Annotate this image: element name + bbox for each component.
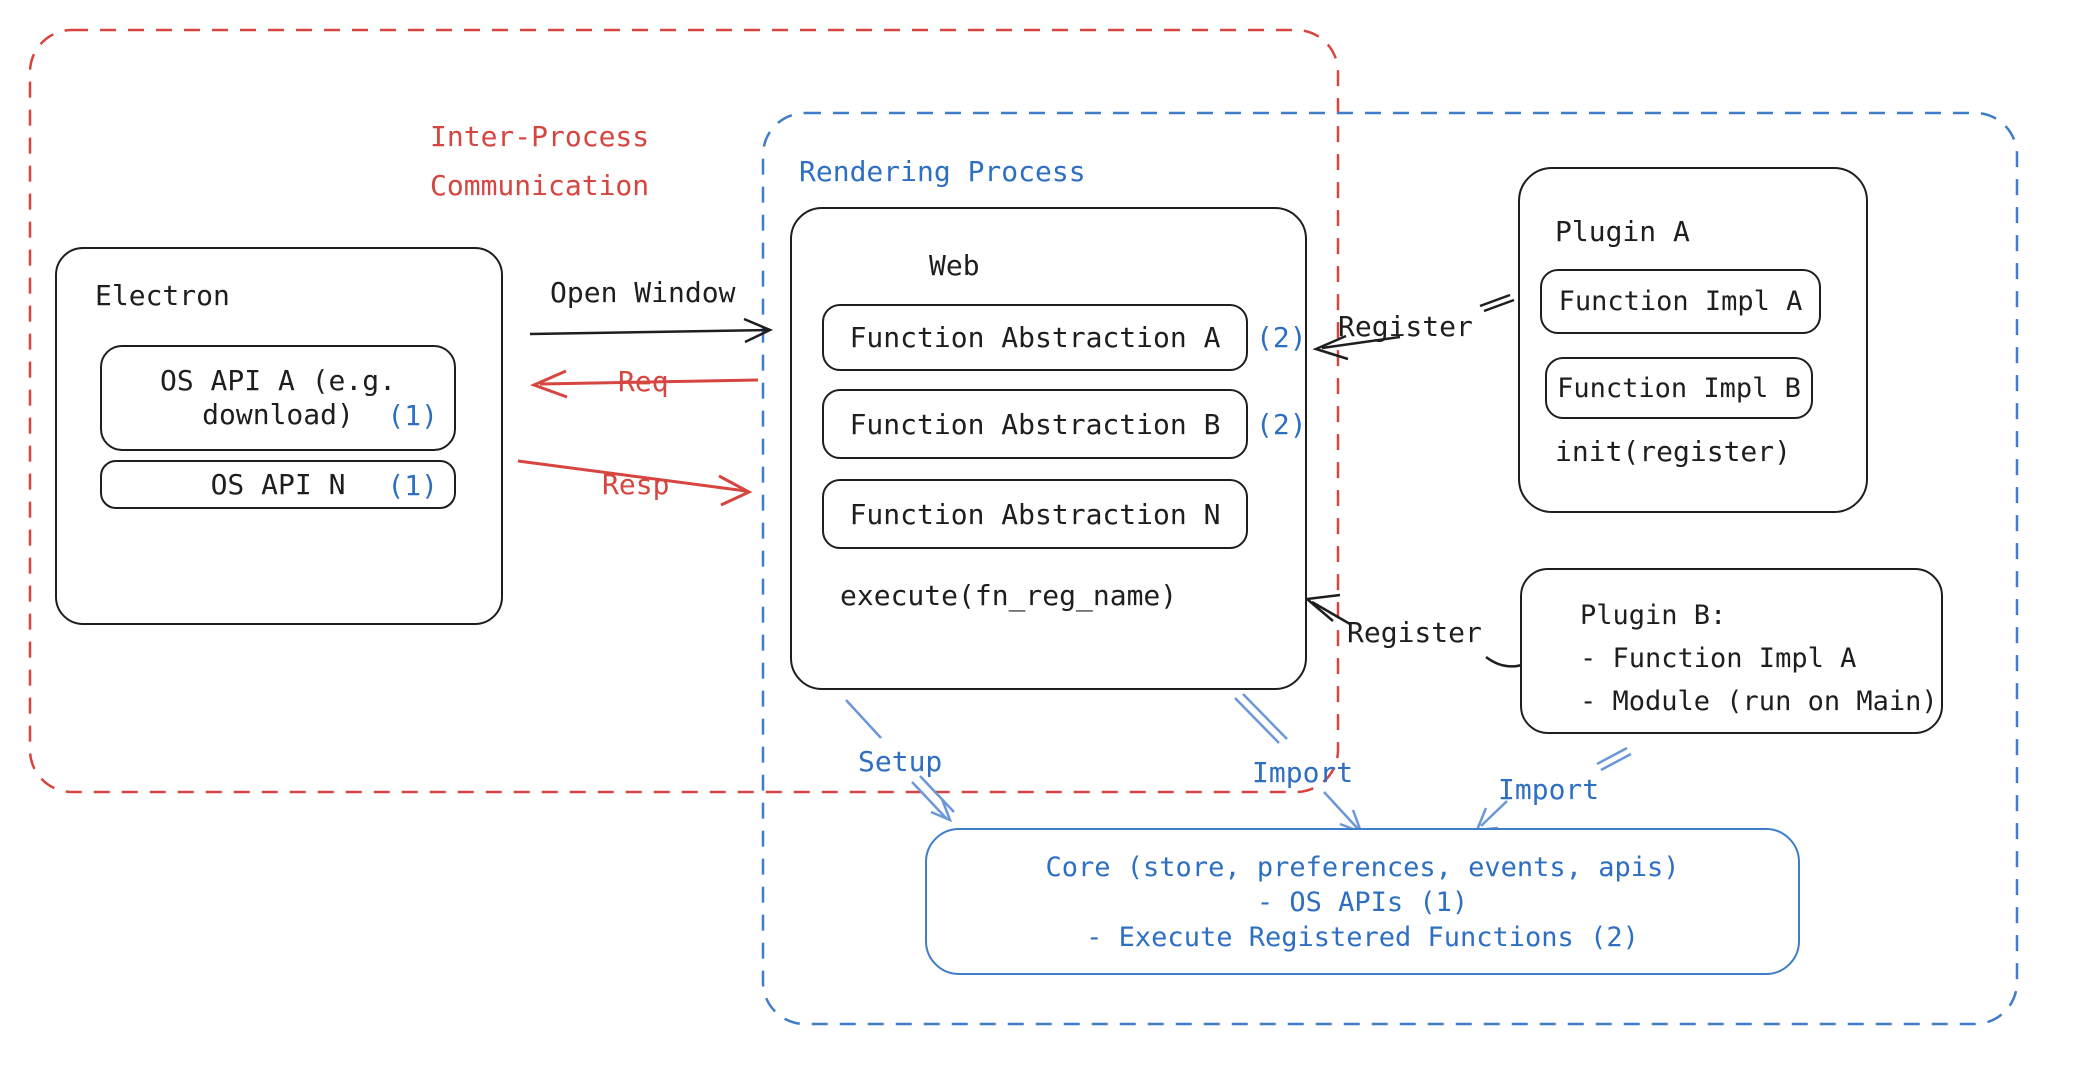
os-api-a-badge: (1) — [387, 399, 438, 432]
import-plugin-b-label: Import — [1498, 773, 1600, 806]
core-line3: - Execute Registered Functions (2) — [1086, 922, 1639, 953]
os-api-n-box: OS API N (1) — [100, 460, 456, 509]
open-window-label: Open Window — [550, 276, 736, 309]
function-abstraction-a-row: Function Abstraction A (2) — [822, 304, 1307, 371]
web-title: Web — [929, 249, 980, 282]
register-plugin-a-label: Register — [1338, 310, 1473, 343]
os-api-a-line1: OS API A (e.g. — [159, 364, 396, 397]
plugin-b-box: Plugin B: - Function Impl A - Module (ru… — [1520, 568, 1943, 734]
ipc-label-line1: Inter-Process — [430, 120, 650, 153]
open-window-arrow — [529, 317, 774, 344]
web-execute-label: execute(fn_reg_name) — [840, 579, 1178, 612]
resp-label: Resp — [602, 468, 670, 501]
plugin-b-item-module: - Module (run on Main) — [1580, 686, 1938, 717]
os-api-n-badge: (1) — [387, 469, 438, 502]
function-abstraction-b-badge: (2) — [1256, 407, 1307, 441]
os-api-n-label: OS API N — [210, 468, 346, 501]
electron-title: Electron — [95, 279, 230, 312]
plugin-a-init-label: init(register) — [1555, 435, 1792, 468]
plugin-a-function-impl-b-box: Function Impl B — [1545, 357, 1813, 419]
plugin-a-title: Plugin A — [1555, 215, 1690, 248]
function-abstraction-a-box: Function Abstraction A — [822, 304, 1248, 371]
os-api-a-box: OS API A (e.g. download) (1) — [100, 345, 456, 451]
core-box: Core (store, preferences, events, apis) … — [925, 828, 1800, 975]
electron-box: Electron OS API A (e.g. download) (1) OS… — [55, 247, 503, 625]
ipc-label-line2: Communication — [430, 169, 650, 202]
plugin-b-item-function-impl-a: - Function Impl A — [1580, 643, 1857, 674]
core-line1: Core (store, preferences, events, apis) — [1045, 852, 1680, 883]
function-abstraction-b-row: Function Abstraction B (2) — [822, 389, 1307, 459]
function-abstraction-b-box: Function Abstraction B — [822, 389, 1248, 459]
plugin-a-function-impl-a-box: Function Impl A — [1540, 269, 1821, 334]
os-api-a-line2: download) — [202, 398, 354, 431]
import-web-label: Import — [1252, 756, 1354, 789]
plugin-a-box: Plugin A Function Impl A Function Impl B… — [1518, 167, 1868, 513]
register-plugin-b-label: Register — [1347, 616, 1482, 649]
core-line2: - OS APIs (1) — [1256, 887, 1469, 918]
resp-arrow — [517, 459, 753, 507]
req-label: Req — [618, 365, 669, 398]
ipc-dashed-boundary — [28, 28, 1340, 794]
plugin-b-title: Plugin B: — [1580, 600, 1727, 631]
setup-label: Setup — [858, 745, 943, 778]
register-plugin-a-arrow — [1312, 293, 1515, 361]
rendering-process-label: Rendering Process — [799, 155, 1086, 188]
function-abstraction-n-box: Function Abstraction N — [822, 479, 1248, 549]
register-plugin-b-arrow — [1304, 593, 1523, 668]
function-abstraction-a-badge: (2) — [1256, 321, 1307, 354]
web-box: Web Function Abstraction A (2) Function … — [790, 207, 1307, 690]
function-abstraction-n-row: Function Abstraction N — [822, 479, 1256, 549]
setup-arrow — [845, 699, 955, 823]
req-arrow — [529, 369, 759, 399]
